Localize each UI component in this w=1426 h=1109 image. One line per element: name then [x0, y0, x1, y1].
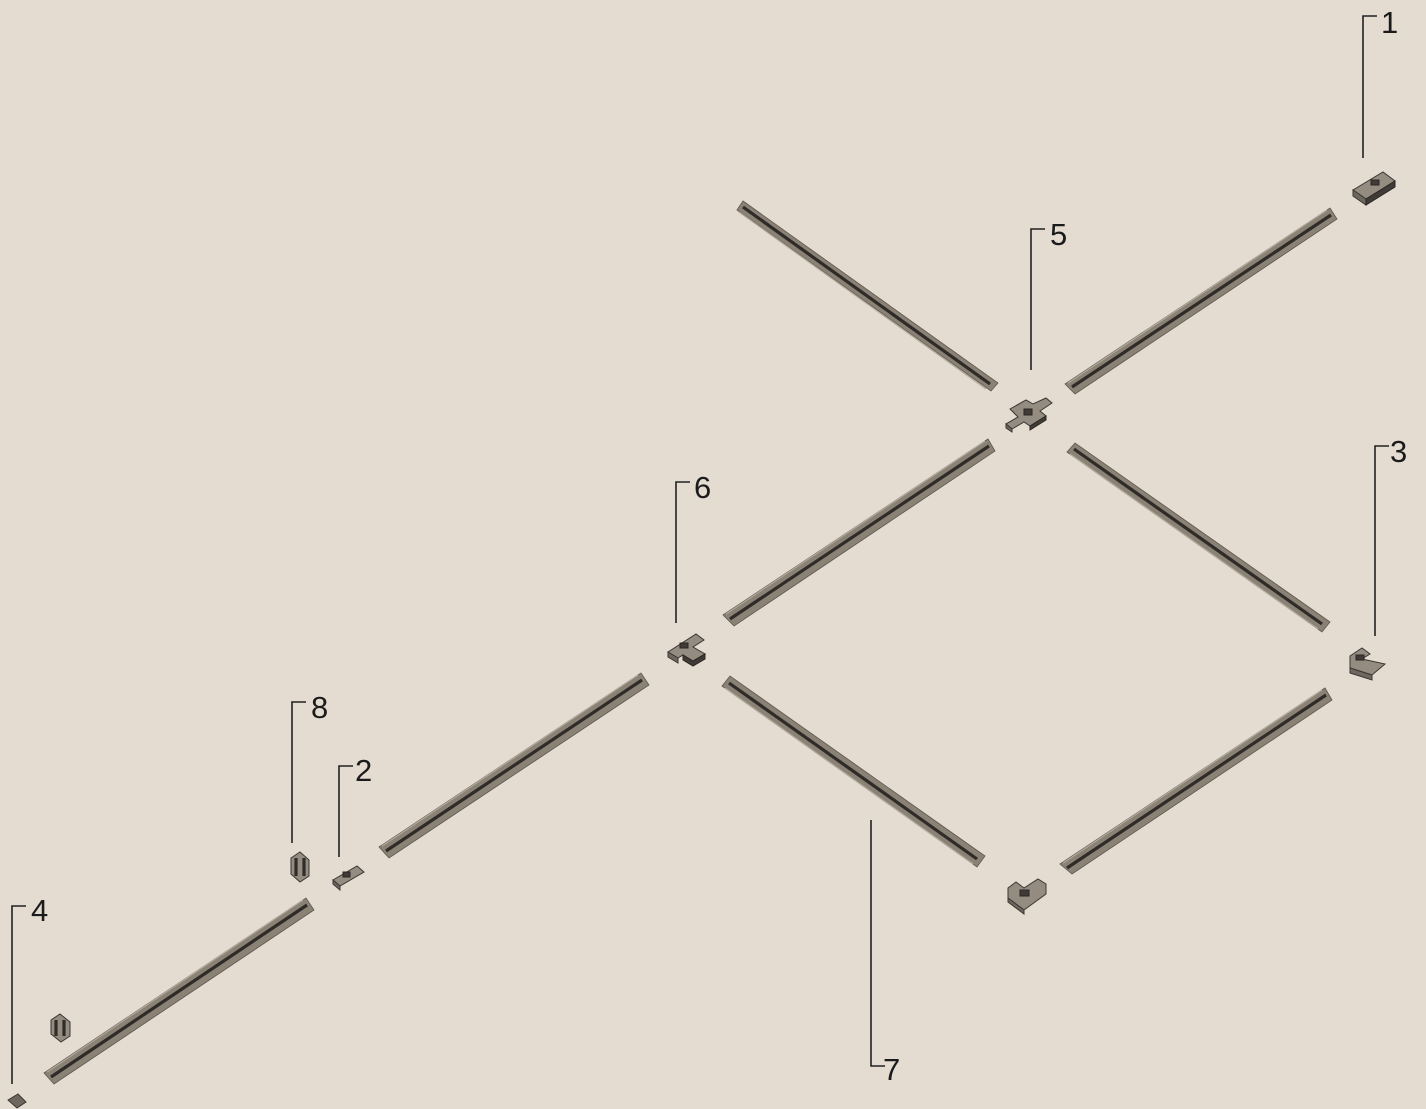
callout-1: 1	[1381, 5, 1398, 40]
rail-middle-upper	[722, 438, 996, 627]
rail-lower-right	[1059, 687, 1333, 875]
callout-5: 5	[1050, 217, 1067, 252]
leader-4	[11, 905, 26, 1084]
track-rails	[43, 200, 1338, 1085]
callout-8: 8	[311, 690, 328, 725]
suspension-clip-part-upper	[290, 851, 310, 883]
callout-3: 3	[1390, 434, 1407, 469]
rail-lower-middle	[378, 672, 650, 859]
callout-labels: 1 2 3 4 5 6 7 8	[31, 5, 1407, 1087]
leader-3	[1374, 445, 1389, 636]
rail-right-upper	[1066, 442, 1331, 633]
rail-lower-left	[43, 897, 315, 1085]
leader-5	[1030, 228, 1045, 370]
leader-6	[675, 481, 690, 623]
straight-connector-part	[332, 865, 365, 892]
callout-6: 6	[694, 470, 711, 505]
callout-2: 2	[355, 753, 372, 788]
leader-2	[338, 765, 353, 857]
leader-8	[291, 701, 306, 843]
callout-4: 4	[31, 893, 48, 928]
t-connector-part-6	[667, 633, 706, 667]
suspension-clip-part-lower	[50, 1013, 71, 1043]
end-cap-part	[7, 1093, 27, 1109]
callout-leaders	[11, 15, 1389, 1084]
l-connector-part	[1007, 878, 1047, 915]
rail-upper-right	[1064, 207, 1338, 395]
rail-middle-lower	[721, 675, 986, 868]
end-feed-part	[1352, 171, 1396, 206]
callout-7: 7	[883, 1052, 900, 1087]
leader-7	[870, 820, 885, 1067]
t-connector-part-3	[1349, 647, 1387, 681]
leader-1	[1362, 15, 1377, 158]
rail-upper-left-diagonal	[736, 200, 999, 392]
x-connector-part	[1005, 397, 1053, 433]
